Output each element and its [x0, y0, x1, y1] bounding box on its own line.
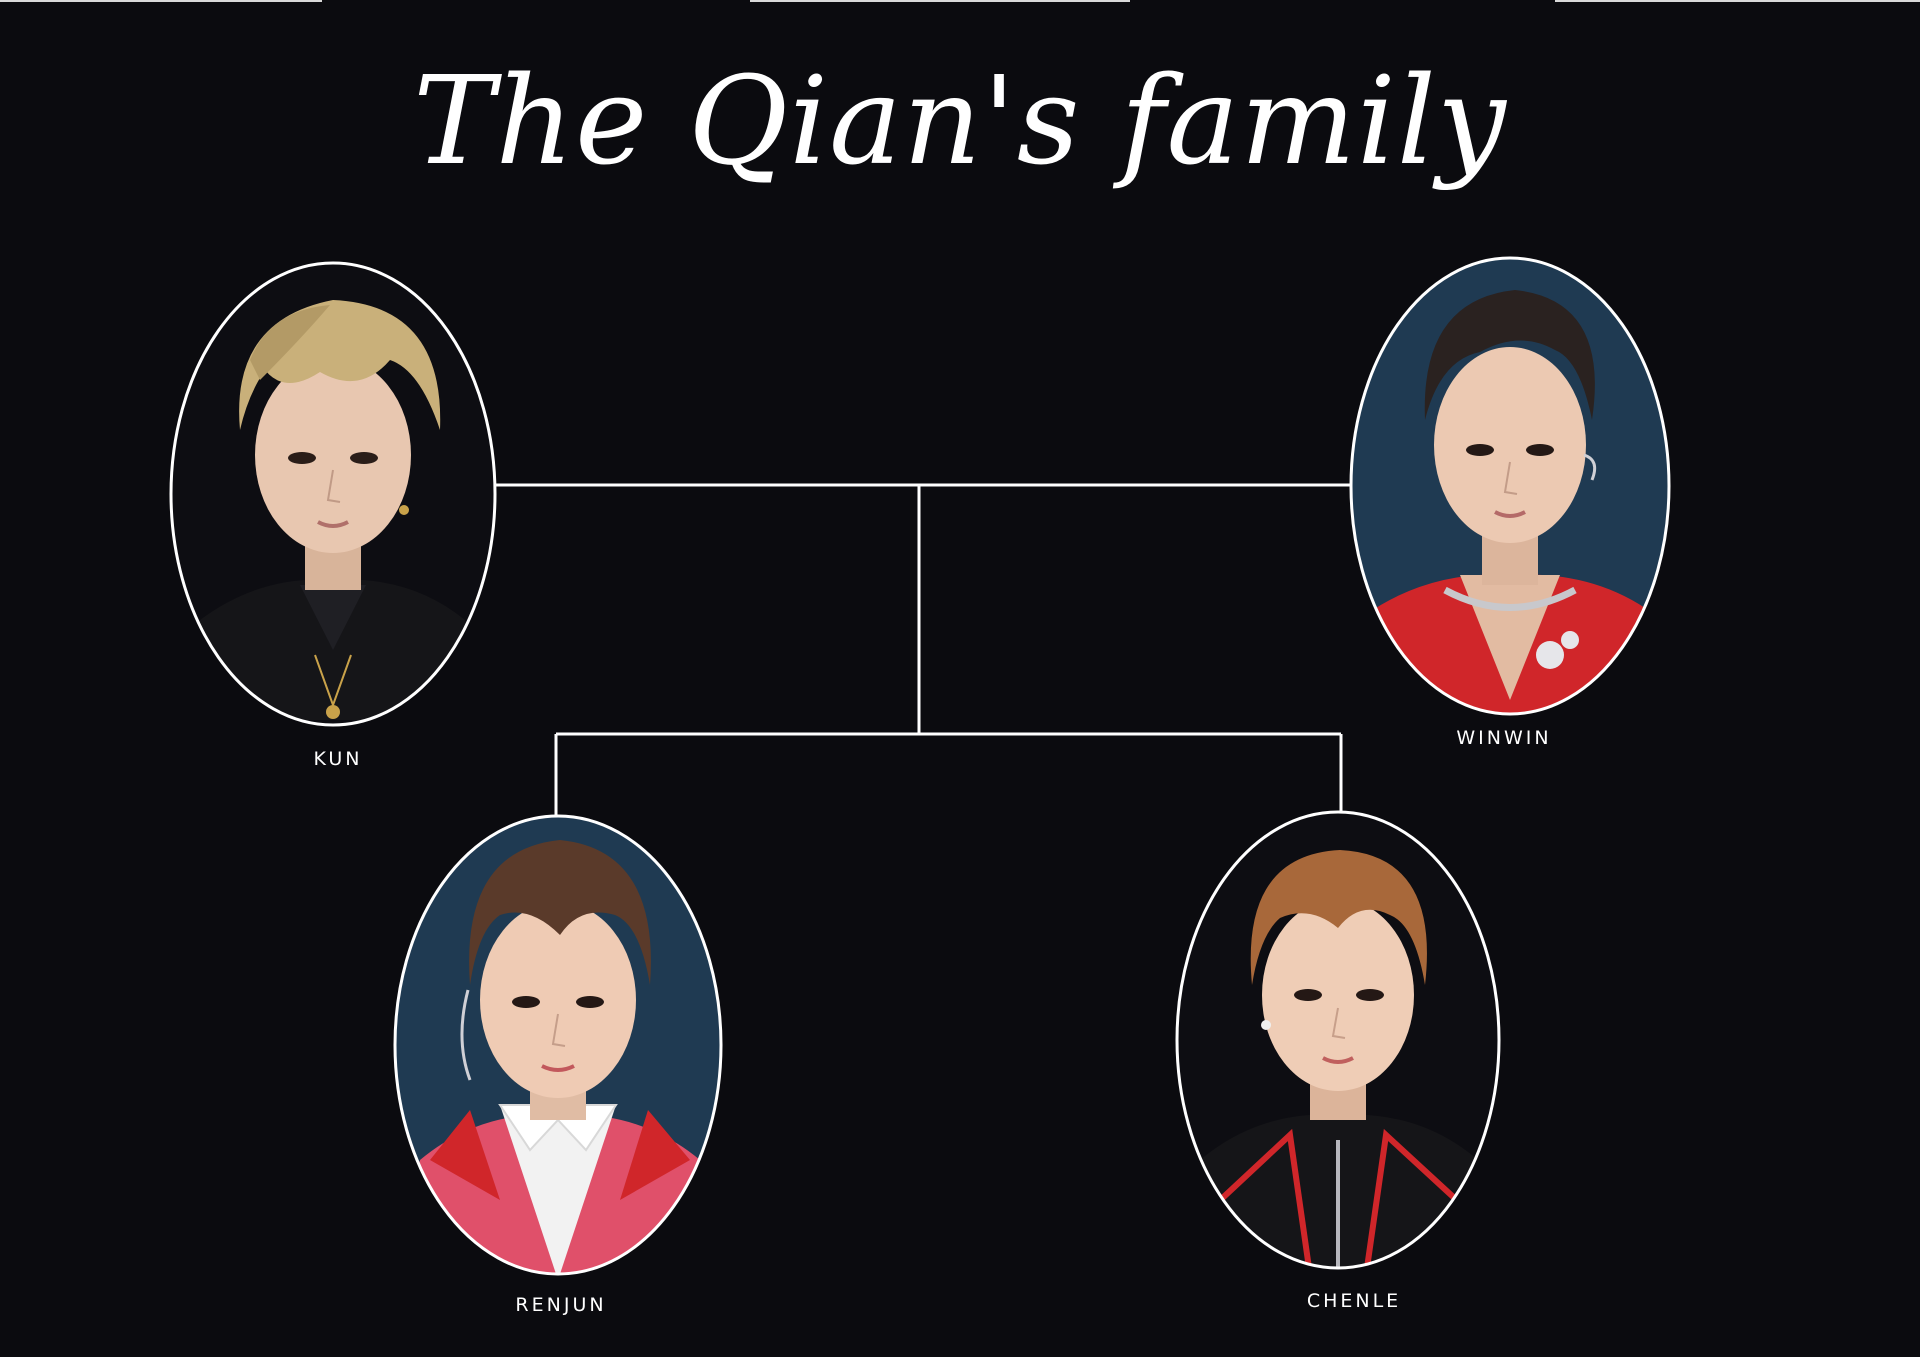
tree-connectors	[495, 483, 1351, 816]
portrait-winwin	[1349, 256, 1671, 716]
top-edge-strip	[750, 0, 1130, 2]
portrait-frame	[1175, 810, 1501, 1270]
portrait-frame	[393, 814, 723, 1276]
portrait-frame	[169, 261, 497, 727]
member-name-kun: KUN	[313, 748, 363, 770]
portrait-chenle	[1175, 810, 1501, 1270]
top-edge-strip	[0, 0, 322, 2]
portrait-frame	[1349, 256, 1671, 716]
member-name-chenle: CHENLE	[1306, 1290, 1402, 1312]
portrait-kun	[169, 261, 497, 727]
member-name-winwin: WINWIN	[1456, 727, 1552, 749]
top-edge-strip	[1555, 0, 1920, 2]
portrait-renjun	[393, 814, 723, 1276]
page-title: The Qian's family	[413, 50, 1507, 192]
member-name-renjun: RENJUN	[515, 1294, 607, 1316]
